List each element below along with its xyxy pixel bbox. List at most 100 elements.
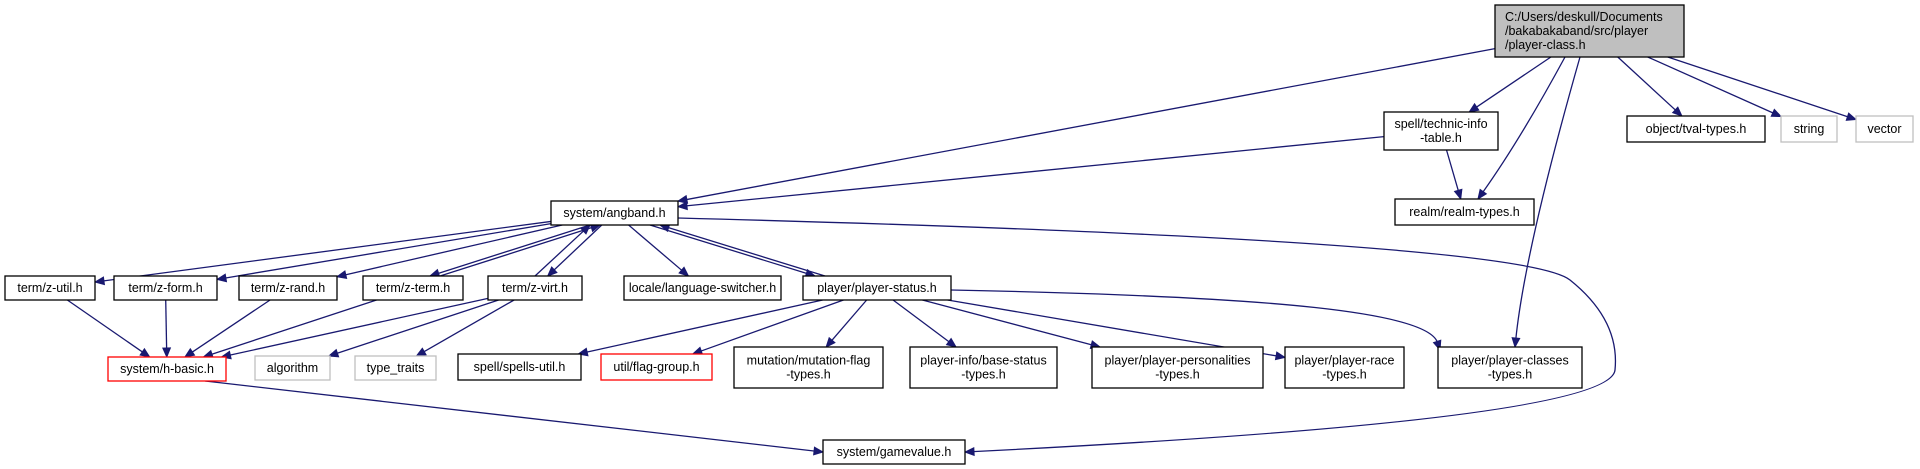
arrowhead-icon <box>825 336 836 348</box>
node-flag-group[interactable]: util/flag-group.h <box>600 353 713 381</box>
edge-line <box>534 229 585 277</box>
node-box <box>600 353 713 381</box>
edge-player_class-to-string <box>1647 56 1783 118</box>
node-box <box>238 275 338 301</box>
node-mutation-flag[interactable]: mutation/mutation-flag-types.h <box>733 346 884 389</box>
node-technic-info[interactable]: spell/technic-info-table.h <box>1383 111 1499 151</box>
node-z-util[interactable]: term/z-util.h <box>4 275 96 301</box>
node-label: -table.h <box>1420 131 1462 145</box>
node-label: object/tval-types.h <box>1646 122 1747 136</box>
edge-player_class-to-realm_types <box>1477 56 1566 201</box>
edge-z_virt-to-angband <box>534 224 591 277</box>
node-label: player/player-personalities <box>1105 354 1251 368</box>
arrowhead-icon <box>1511 337 1521 349</box>
node-box <box>1284 346 1405 389</box>
node-box <box>802 275 952 301</box>
arrowhead-icon <box>676 194 689 204</box>
node-box <box>1383 111 1499 151</box>
arrowhead-icon <box>1477 188 1488 201</box>
edge-z_virt-to-algorithm <box>327 299 499 358</box>
node-angband[interactable]: system/angband.h <box>550 200 679 226</box>
node-h-basic[interactable]: system/h-basic.h <box>107 356 227 382</box>
arrowhead-icon <box>93 276 106 286</box>
edge-player_class-to-vector <box>1667 56 1858 121</box>
arrowhead-icon <box>1671 106 1683 117</box>
arrowhead-icon <box>963 446 975 457</box>
node-label: spell/technic-info <box>1394 117 1487 131</box>
edge-line <box>677 217 1617 453</box>
node-box <box>909 346 1058 389</box>
edge-line <box>224 222 552 279</box>
edge-line <box>700 299 844 352</box>
node-player-class[interactable]: C:/Users/deskull/Documents/bakabakaband/… <box>1494 4 1685 58</box>
edge-angband-to-language_switcher <box>628 224 690 277</box>
edge-z_form-to-h_basic <box>162 299 172 359</box>
node-box <box>1780 115 1838 143</box>
node-box <box>113 275 218 301</box>
arrowhead-icon <box>579 224 591 235</box>
edge-technic_info-to-angband <box>676 136 1385 211</box>
node-tval-types[interactable]: object/tval-types.h <box>1626 115 1766 143</box>
node-personalities[interactable]: player/player-personalities-types.h <box>1091 346 1264 389</box>
node-box <box>107 356 227 382</box>
node-algorithm[interactable]: algorithm <box>254 355 331 381</box>
edge-line <box>66 299 144 353</box>
arrowhead-icon <box>162 347 172 359</box>
node-box <box>354 355 437 381</box>
node-type-traits[interactable]: type_traits <box>354 355 437 381</box>
node-gamevalue[interactable]: system/gamevalue.h <box>822 439 966 465</box>
node-z-rand[interactable]: term/z-rand.h <box>238 275 338 301</box>
edge-line <box>553 224 603 271</box>
node-label: player/player-status.h <box>817 281 937 295</box>
edge-line <box>922 299 1093 346</box>
arrowhead-icon <box>1274 351 1287 361</box>
edge-line <box>1617 56 1677 112</box>
node-realm-types[interactable]: realm/realm-types.h <box>1394 198 1535 226</box>
node-label: system/angband.h <box>563 206 665 220</box>
node-vector[interactable]: vector <box>1855 115 1914 143</box>
edge-line <box>830 299 868 342</box>
node-box <box>733 346 884 389</box>
node-label: term/z-util.h <box>17 281 82 295</box>
node-player-status[interactable]: player/player-status.h <box>802 275 952 301</box>
arrowhead-icon <box>1770 108 1783 118</box>
edge-player_class-to-tval_types <box>1617 56 1683 117</box>
edge-line <box>1475 56 1552 109</box>
node-box <box>4 275 96 301</box>
node-base-status[interactable]: player-info/base-status-types.h <box>909 346 1058 389</box>
node-label: algorithm <box>267 361 318 375</box>
node-box <box>1626 115 1766 143</box>
edges-layer <box>66 48 1858 457</box>
node-z-virt[interactable]: term/z-virt.h <box>487 275 583 301</box>
edge-line <box>892 299 951 343</box>
edge-line <box>437 224 591 275</box>
node-label: term/z-rand.h <box>251 281 325 295</box>
node-race-types[interactable]: player/player-race-types.h <box>1284 346 1405 389</box>
node-box <box>1394 198 1535 226</box>
node-language-switcher[interactable]: locale/language-switcher.h <box>623 275 782 301</box>
node-label: mutation/mutation-flag <box>747 354 871 368</box>
node-box <box>822 439 966 465</box>
edge-z_util-to-h_basic <box>66 299 151 358</box>
node-spells-util[interactable]: spell/spells-util.h <box>457 353 582 381</box>
node-label: -types.h <box>1322 368 1367 382</box>
edge-line <box>950 289 1439 343</box>
arrowhead-icon <box>813 446 825 456</box>
node-z-form[interactable]: term/z-form.h <box>113 275 218 301</box>
edge-line <box>685 136 1385 207</box>
node-string[interactable]: string <box>1780 115 1838 143</box>
node-label: /bakabakaband/src/player <box>1505 24 1648 38</box>
node-box <box>362 275 464 301</box>
arrowhead-icon <box>1453 188 1463 201</box>
edge-player_class-to-classes_types <box>1511 56 1581 349</box>
node-z-term[interactable]: term/z-term.h <box>362 275 464 301</box>
node-label: /player-class.h <box>1505 38 1586 52</box>
edge-line <box>1667 56 1849 118</box>
edge-line <box>102 220 552 282</box>
node-label: player-info/base-status <box>920 354 1046 368</box>
node-label: system/h-basic.h <box>120 362 214 376</box>
node-label: player/player-race <box>1294 354 1394 368</box>
node-classes-types[interactable]: player/player-classes-types.h <box>1437 346 1583 389</box>
edge-z_rand-to-h_basic <box>183 299 271 358</box>
node-box <box>550 200 679 226</box>
